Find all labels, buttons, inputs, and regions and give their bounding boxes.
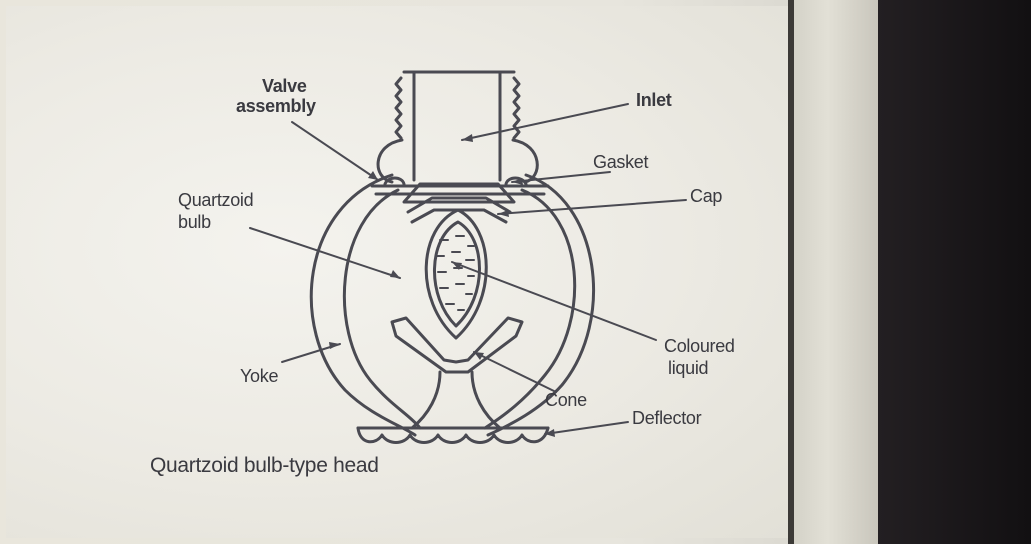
label-valve-line2: assembly xyxy=(236,96,316,116)
deflector xyxy=(358,428,548,443)
quartzoid-bulb xyxy=(426,210,486,338)
arrowheads xyxy=(329,134,555,437)
label-cap: Cap xyxy=(690,186,722,206)
label-deflector: Deflector xyxy=(632,408,701,428)
label-cone: Cone xyxy=(545,390,587,410)
figure-caption: Quartzoid bulb-type head xyxy=(150,456,379,476)
stem xyxy=(412,372,500,428)
label-yoke: Yoke xyxy=(240,366,278,386)
label-coloured-line2: liquid xyxy=(668,358,708,378)
coloured-liquid-dashes xyxy=(436,236,474,310)
label-valve-line1: Valve xyxy=(262,76,307,96)
label-inlet: Inlet xyxy=(636,90,672,110)
label-coloured-line1: Coloured xyxy=(664,336,735,356)
label-quartzoid-line1: Quartzoid xyxy=(178,190,253,210)
inlet-tube xyxy=(378,72,537,182)
label-quartzoid-line2: bulb xyxy=(178,212,211,232)
label-gasket: Gasket xyxy=(593,152,648,172)
